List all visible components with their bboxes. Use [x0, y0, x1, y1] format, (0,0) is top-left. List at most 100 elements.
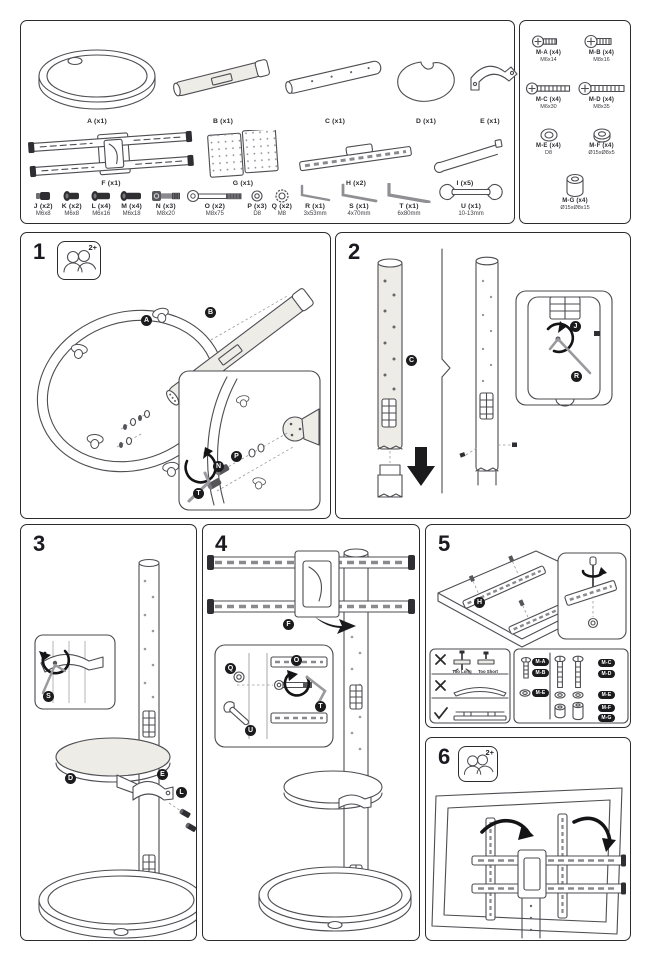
callout-l: L [176, 787, 187, 798]
people-count: 2+ [88, 243, 97, 252]
screw-icon [120, 191, 142, 201]
mount-size: M6x14 [540, 57, 557, 64]
callout-e: E [157, 769, 168, 780]
part-i: I (x5) [421, 125, 509, 187]
step-number: 5 [438, 531, 451, 556]
tall-spacer-icon [566, 173, 584, 197]
allen-key-icon [341, 183, 378, 203]
step-number: 6 [438, 744, 451, 769]
hardware-o: O (x2) M8x75 [185, 188, 245, 217]
set-screw-icon [36, 192, 51, 200]
part-b: B (x1) [167, 25, 279, 125]
mount-label: M-D (x4) [588, 97, 615, 104]
people-count: 2+ [485, 748, 494, 757]
hardware-s: S (x1) 4x70mm [336, 183, 382, 217]
part-label: I (x5) [456, 180, 474, 187]
mount-label: M-C (x4) [535, 97, 562, 104]
mount-label: M-F (x4) [589, 142, 614, 149]
mount-size: Ø15xØ8x15 [560, 204, 590, 211]
mount-item-mf: M-F (x4) Ø15xØ8x5 [575, 127, 628, 156]
step-1-box: 1 2+ [20, 232, 331, 519]
badge-me-1: M-E [532, 689, 549, 697]
step-number: 2 [348, 239, 361, 264]
hw-size: M6x8 [64, 211, 80, 217]
spacer-icon [592, 128, 611, 143]
callout-p: P [231, 451, 242, 462]
step-1-illustration [36, 288, 321, 511]
pole-illustration [173, 59, 270, 97]
part-e: E (x1) [461, 25, 519, 125]
hardware-m: M (x4) M6x18 [116, 188, 146, 217]
callout-o: O [291, 655, 302, 666]
hw-size: 3x53mm [303, 211, 327, 217]
hw-label: O (x2) [204, 203, 226, 210]
people-2plus-icon: 2+ [458, 746, 498, 782]
mount-item-ma: M-A (x4) M6x14 [522, 33, 575, 63]
pan-head-screw-icon [577, 82, 625, 96]
callout-d: D [65, 773, 76, 784]
hardware-row: J (x2) M6x8 K (x2) M6x8 L (x4) M6x16 [29, 181, 506, 217]
hardware-t: T (x1) 6x80mm [382, 183, 436, 217]
step-6-illustration [431, 787, 626, 939]
washer-icon [539, 128, 558, 142]
callout-j: J [570, 321, 581, 332]
step-3-box: 3 [20, 524, 197, 941]
clamp-illustration [470, 65, 518, 91]
screw-icon [91, 191, 110, 201]
mount-size: M8x16 [593, 57, 610, 64]
hardware-j: J (x2) M6x8 [29, 188, 58, 217]
part-c: C (x1) [279, 25, 391, 125]
mount-size: M8x35 [593, 104, 610, 111]
callout-b: B [205, 307, 216, 318]
hardware-l: L (x4) M6x16 [86, 188, 116, 217]
step-number: 1 [33, 239, 46, 264]
mount-label: M-G (x4) [562, 197, 588, 204]
mount-size: D8 [544, 149, 553, 156]
cable-tie-illustration [434, 139, 503, 173]
callout-s: S [43, 691, 54, 702]
base-disc-illustration [38, 49, 156, 110]
socket-bolt-icon [151, 191, 180, 201]
parts-list-box: A (x1) B (x1) [20, 20, 518, 224]
pan-head-screw-icon [583, 35, 612, 49]
hardware-p: P (x3) D8 [245, 188, 270, 217]
hw-label: L (x4) [91, 203, 111, 210]
part-label: E (x1) [480, 118, 500, 125]
hw-size: M6x16 [92, 211, 111, 217]
people-2plus-icon: 2+ [57, 241, 101, 280]
hw-size: 6x80mm [397, 211, 421, 217]
step-number: 4 [215, 531, 228, 556]
step-5-illustration [429, 550, 629, 724]
part-label: D (x1) [415, 118, 437, 125]
hardware-r: R (x1) 3x53mm [294, 183, 336, 217]
lock-washer-icon [275, 189, 289, 203]
part-h: H (x2) [291, 125, 421, 187]
step-4-box: 4 [202, 524, 420, 941]
part-label: A (x1) [87, 118, 107, 125]
mount-item-md: M-D (x4) M8x35 [575, 80, 628, 110]
mount-label: M-A (x4) [535, 50, 562, 57]
screw-icon [63, 191, 79, 201]
mount-label: M-E (x4) [536, 142, 561, 149]
mount-item-me: M-E (x4) D8 [522, 127, 575, 156]
hw-label: K (x2) [61, 203, 82, 210]
mount-label: M-B (x4) [588, 50, 615, 57]
part-label: C (x1) [324, 118, 346, 125]
badge-mg: M-G [598, 714, 615, 722]
hw-label: J (x2) [33, 203, 53, 210]
mount-item-mb: M-B (x4) M8x16 [575, 33, 628, 63]
hw-label: U (x1) [460, 203, 482, 210]
part-g: G (x1) [195, 125, 291, 187]
hardware-u: U (x1) 10-13mm [436, 181, 506, 217]
badge-mc: M-C [598, 659, 615, 667]
hw-size: M8 [277, 211, 287, 217]
mount-item-mg: M-G (x4) Ø15xØ8x15 [522, 173, 628, 211]
hw-size: 4x70mm [347, 211, 371, 217]
hw-size: 10-13mm [458, 211, 484, 217]
allen-key-icon [387, 183, 431, 203]
mount-hardware-grid: M-A (x4) M6x14 M-B (x4) M8x16 M-C (x4) [522, 25, 628, 219]
pan-head-screw-icon [525, 82, 570, 95]
part-label: B (x1) [212, 118, 234, 125]
step-6-box: 6 2+ [425, 737, 631, 941]
